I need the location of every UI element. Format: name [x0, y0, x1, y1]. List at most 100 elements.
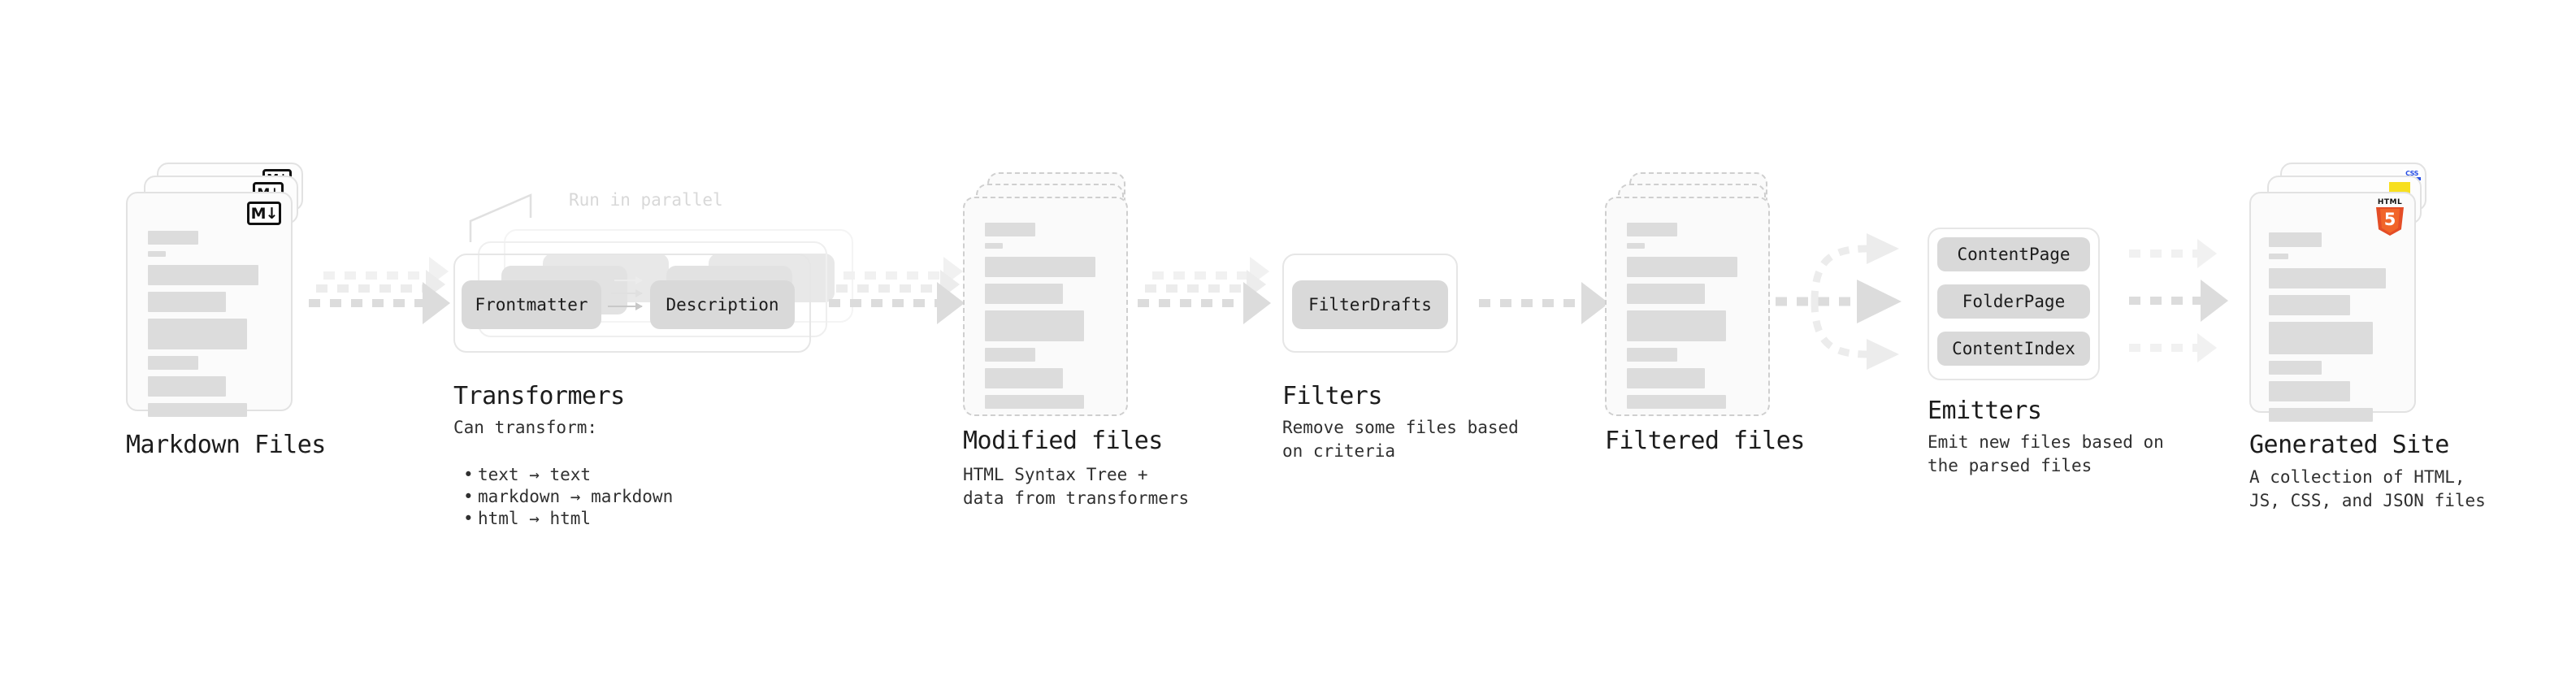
- html5-wordmark: HTML: [2377, 198, 2403, 206]
- modified-card-front: [963, 197, 1128, 416]
- stage-title-generated-site: Generated Site: [2249, 431, 2449, 459]
- arrow-head-1: [937, 282, 965, 324]
- skel-bar: [2269, 408, 2373, 422]
- skel-bar: [1627, 257, 1737, 277]
- skel-bar: [985, 310, 1084, 341]
- run-in-parallel-label: Run in parallel: [569, 190, 723, 210]
- arrow-head-top: [1867, 233, 1899, 264]
- markdown-card-front: M↓: [126, 192, 293, 417]
- stage-title-emitters: Emitters: [1928, 397, 2042, 425]
- skel-bar: [148, 292, 226, 312]
- skel-bar: [2269, 295, 2350, 315]
- modified-skeleton: [965, 198, 1126, 414]
- bullet-text: text → text: [478, 465, 592, 484]
- skel-bar: [148, 356, 198, 370]
- arrow-dash-1: [1138, 299, 1247, 307]
- arrow-dash-1: [309, 299, 427, 307]
- filters-group: [1282, 254, 1458, 353]
- arrow-dash-top: [2129, 249, 2201, 258]
- arrow-dash-center: [2129, 297, 2204, 305]
- stage-title-modified-files: Modified files: [963, 427, 1163, 455]
- bullet-text: markdown → markdown: [478, 487, 674, 506]
- arrow-head-1: [1243, 282, 1271, 324]
- skel-bar: [1627, 223, 1677, 236]
- skel-bar: [148, 251, 166, 257]
- transformer-group-front: [453, 254, 811, 353]
- markdown-skeleton: [128, 193, 291, 417]
- stage-title-filters: Filters: [1282, 382, 1382, 410]
- skel-bar: [148, 376, 226, 397]
- filtered-skeleton: [1607, 198, 1768, 414]
- stage-title-filtered-files: Filtered files: [1605, 427, 1805, 455]
- modified-files-subtitle: HTML Syntax Tree + data from transformer…: [963, 465, 1190, 508]
- skel-bar: [2269, 381, 2350, 401]
- skel-bar: [1627, 284, 1705, 304]
- emitter-chip-contentindex[interactable]: ContentIndex: [1937, 332, 2090, 366]
- transformer-chip-frontmatter[interactable]: Frontmatter: [462, 280, 601, 329]
- transformers-subtitle: Can transform:: [453, 418, 598, 437]
- markdown-badge-front: M↓: [247, 202, 281, 225]
- skel-bar: [1627, 368, 1705, 388]
- arrow-dash-3: [843, 271, 948, 280]
- transformer-chip-description[interactable]: Description: [650, 280, 795, 329]
- arrow-dash-bottom: [2129, 344, 2201, 352]
- emitters-subtitle: Emit new files based on the parsed files: [1928, 432, 2164, 475]
- generated-site-subtitle: A collection of HTML, JS, CSS, and JSON …: [2249, 467, 2486, 510]
- filtered-card-front: [1605, 197, 1770, 416]
- arrow-dash-2: [316, 284, 430, 293]
- arrow-dash-bottom: [1811, 301, 1867, 358]
- transformers-bullet-1: •markdown → markdown: [463, 487, 674, 506]
- emitter-chip-folderpage[interactable]: FolderPage: [1937, 284, 2090, 319]
- arrow-dash-3: [1152, 271, 1254, 280]
- html5-shield-inner: [2380, 209, 2400, 233]
- skel-bar: [2269, 254, 2288, 259]
- transform-mini-arrow-3: [614, 276, 643, 284]
- transform-mini-arrow-1: [608, 302, 643, 310]
- skel-bar: [2269, 268, 2386, 288]
- skel-bar: [148, 403, 247, 417]
- arrow-head-top: [2197, 239, 2217, 268]
- transformers-bullet-2: •html → html: [463, 509, 592, 528]
- arrow-dash-top: [1811, 245, 1867, 302]
- skel-bar: [985, 395, 1084, 409]
- filters-subtitle: Remove some files based on criteria: [1282, 418, 1519, 461]
- skel-bar: [1627, 348, 1677, 362]
- arrow-dash-2: [836, 284, 944, 293]
- arrow-head-center: [1857, 280, 1902, 323]
- skel-bar: [1627, 395, 1726, 409]
- arrow-head-center: [2201, 280, 2228, 322]
- bullet-text: html → html: [478, 509, 592, 528]
- skel-bar: [148, 319, 247, 349]
- transform-mini-arrow-2: [611, 289, 643, 297]
- html5-five: 5: [2383, 210, 2396, 229]
- skel-bar: [2269, 322, 2373, 354]
- filter-chip-filterdrafts[interactable]: FilterDrafts: [1292, 280, 1448, 329]
- skel-bar: [985, 257, 1095, 277]
- arrow-dash-1: [1479, 299, 1585, 307]
- skel-bar: [1627, 310, 1726, 341]
- skel-bar: [2269, 232, 2322, 247]
- arrow-dash-2: [1145, 284, 1251, 293]
- skel-bar: [148, 231, 198, 245]
- arrow-head-bottom: [1867, 339, 1899, 370]
- skel-bar: [1627, 243, 1645, 249]
- site-skeleton: [2251, 193, 2414, 422]
- arrow-dash-3: [323, 271, 433, 280]
- run-in-parallel-leader: [469, 193, 532, 242]
- emitters-group: [1928, 228, 2100, 380]
- skel-bar: [985, 348, 1035, 362]
- site-card-front: HTML 5: [2249, 192, 2416, 422]
- skel-bar: [985, 243, 1003, 249]
- skel-bar: [985, 368, 1063, 388]
- stage-title-markdown-files: Markdown Files: [126, 431, 326, 459]
- emitter-chip-contentpage[interactable]: ContentPage: [1937, 237, 2090, 271]
- arrow-filtered-to-emitters: [1776, 233, 1902, 370]
- html5-icon: HTML 5: [2374, 198, 2406, 236]
- arrow-head-1: [423, 282, 450, 324]
- arrow-head-bottom: [2197, 333, 2217, 362]
- stage-title-transformers: Transformers: [453, 382, 625, 410]
- skel-bar: [985, 223, 1035, 236]
- skel-bar: [985, 284, 1063, 304]
- arrow-head-1: [1581, 282, 1609, 324]
